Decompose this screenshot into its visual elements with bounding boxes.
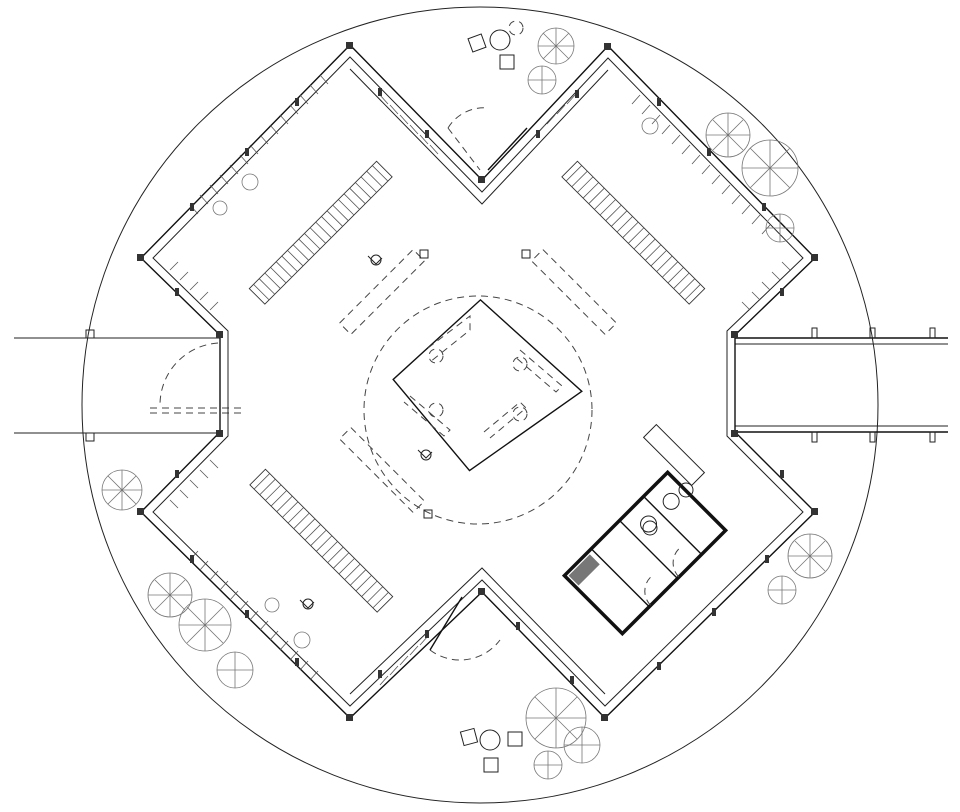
central-square-core bbox=[392, 298, 583, 472]
reading-desks bbox=[299, 248, 618, 610]
west-entrance-bridge bbox=[14, 329, 244, 442]
book-shelf-rows bbox=[248, 160, 706, 613]
restroom-block bbox=[561, 423, 729, 637]
outdoor-seating-north bbox=[467, 20, 524, 70]
wall-shelving-ticks bbox=[137, 42, 818, 721]
east-entrance-bridge bbox=[735, 327, 948, 443]
south-door bbox=[429, 596, 501, 661]
star-shaped-pavilion bbox=[140, 43, 816, 719]
circulation-ring bbox=[363, 295, 593, 525]
trees bbox=[101, 27, 833, 780]
outdoor-seating-south bbox=[459, 727, 523, 773]
north-door bbox=[447, 107, 528, 171]
site-circle bbox=[81, 6, 879, 804]
